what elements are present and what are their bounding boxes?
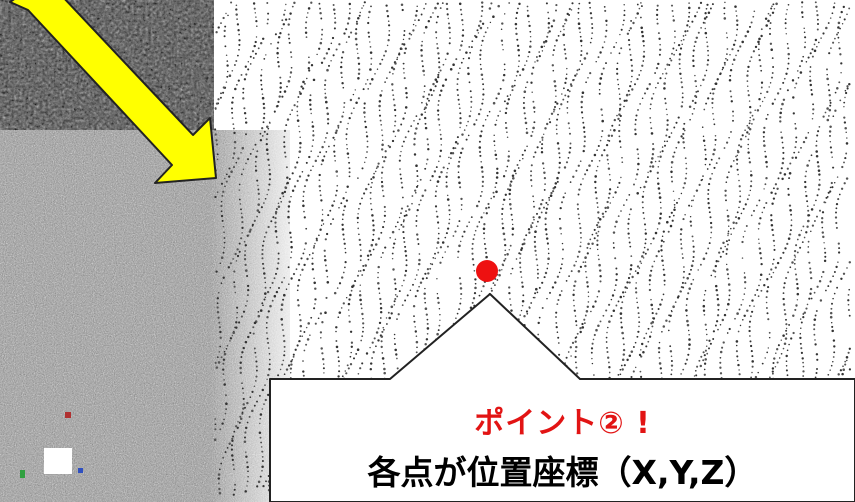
callout-body: 各点が位置座標（X,Y,Z） bbox=[367, 453, 758, 492]
arrow-icon bbox=[9, 0, 217, 184]
red-dot-icon bbox=[65, 412, 71, 418]
axis-markers bbox=[20, 412, 83, 478]
callout-bubble bbox=[269, 293, 855, 502]
green-dot-icon bbox=[20, 470, 25, 478]
blue-dot-icon bbox=[78, 468, 83, 473]
white-square bbox=[44, 448, 72, 474]
point-marker-icon bbox=[476, 260, 498, 282]
callout-title: ポイント② ! bbox=[474, 406, 651, 441]
